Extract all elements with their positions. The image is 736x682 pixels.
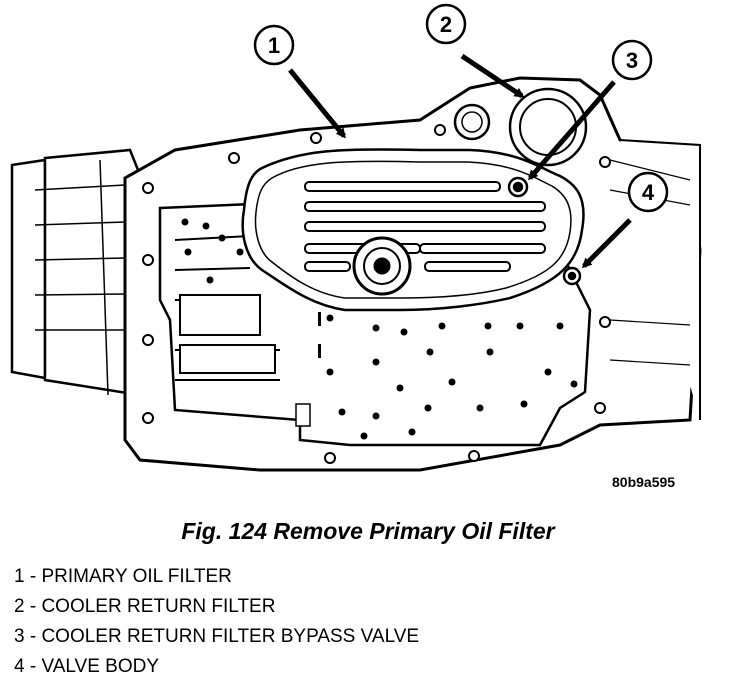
callout-1: 1 xyxy=(253,24,346,139)
callout-3-circle xyxy=(611,39,653,81)
legend-item-cooler-return-filter: 2 - COOLER RETURN FILTER xyxy=(14,596,276,617)
callout-2: 2 xyxy=(425,3,525,99)
legend-item-valve-body: 4 - VALVE BODY xyxy=(14,656,160,677)
callout-4: 4 xyxy=(581,171,669,269)
figure-code: 80b9a595 xyxy=(612,474,676,490)
valve-body-bolts xyxy=(181,218,578,440)
callout-1-circle xyxy=(253,24,295,66)
valve-body-slots xyxy=(318,312,321,358)
callout-1-arrow xyxy=(288,68,346,139)
callout-4-circle xyxy=(627,171,669,213)
transmission-left-housing xyxy=(10,148,142,397)
legend-list: 1 - PRIMARY OIL FILTER 2 - COOLER RETURN… xyxy=(14,562,419,682)
case-bolts xyxy=(142,124,611,464)
figure-caption: Fig. 124 Remove Primary Oil Filter xyxy=(181,518,555,544)
callout-3-arrow xyxy=(528,80,616,181)
callout-3: 3 xyxy=(528,39,653,181)
valve-body-bolt-marker xyxy=(562,266,582,286)
cooler-return-filter xyxy=(453,87,588,167)
callout-2-arrow xyxy=(460,53,525,99)
callout-2-circle xyxy=(425,3,467,45)
callout-3-number: 3 xyxy=(626,48,638,73)
primary-oil-filter xyxy=(241,148,585,312)
transmission-valve-body-illustration: 1 2 3 4 xyxy=(10,3,702,472)
callout-2-number: 2 xyxy=(440,12,452,37)
legend-item-bypass-valve: 3 - COOLER RETURN FILTER BYPASS VALVE xyxy=(14,626,420,647)
callout-4-number: 4 xyxy=(642,180,655,205)
bypass-valve xyxy=(507,176,529,198)
callout-1-number: 1 xyxy=(268,33,280,58)
callout-4-arrow xyxy=(581,218,632,269)
legend-item-primary-oil-filter: 1 - PRIMARY OIL FILTER xyxy=(14,566,232,587)
